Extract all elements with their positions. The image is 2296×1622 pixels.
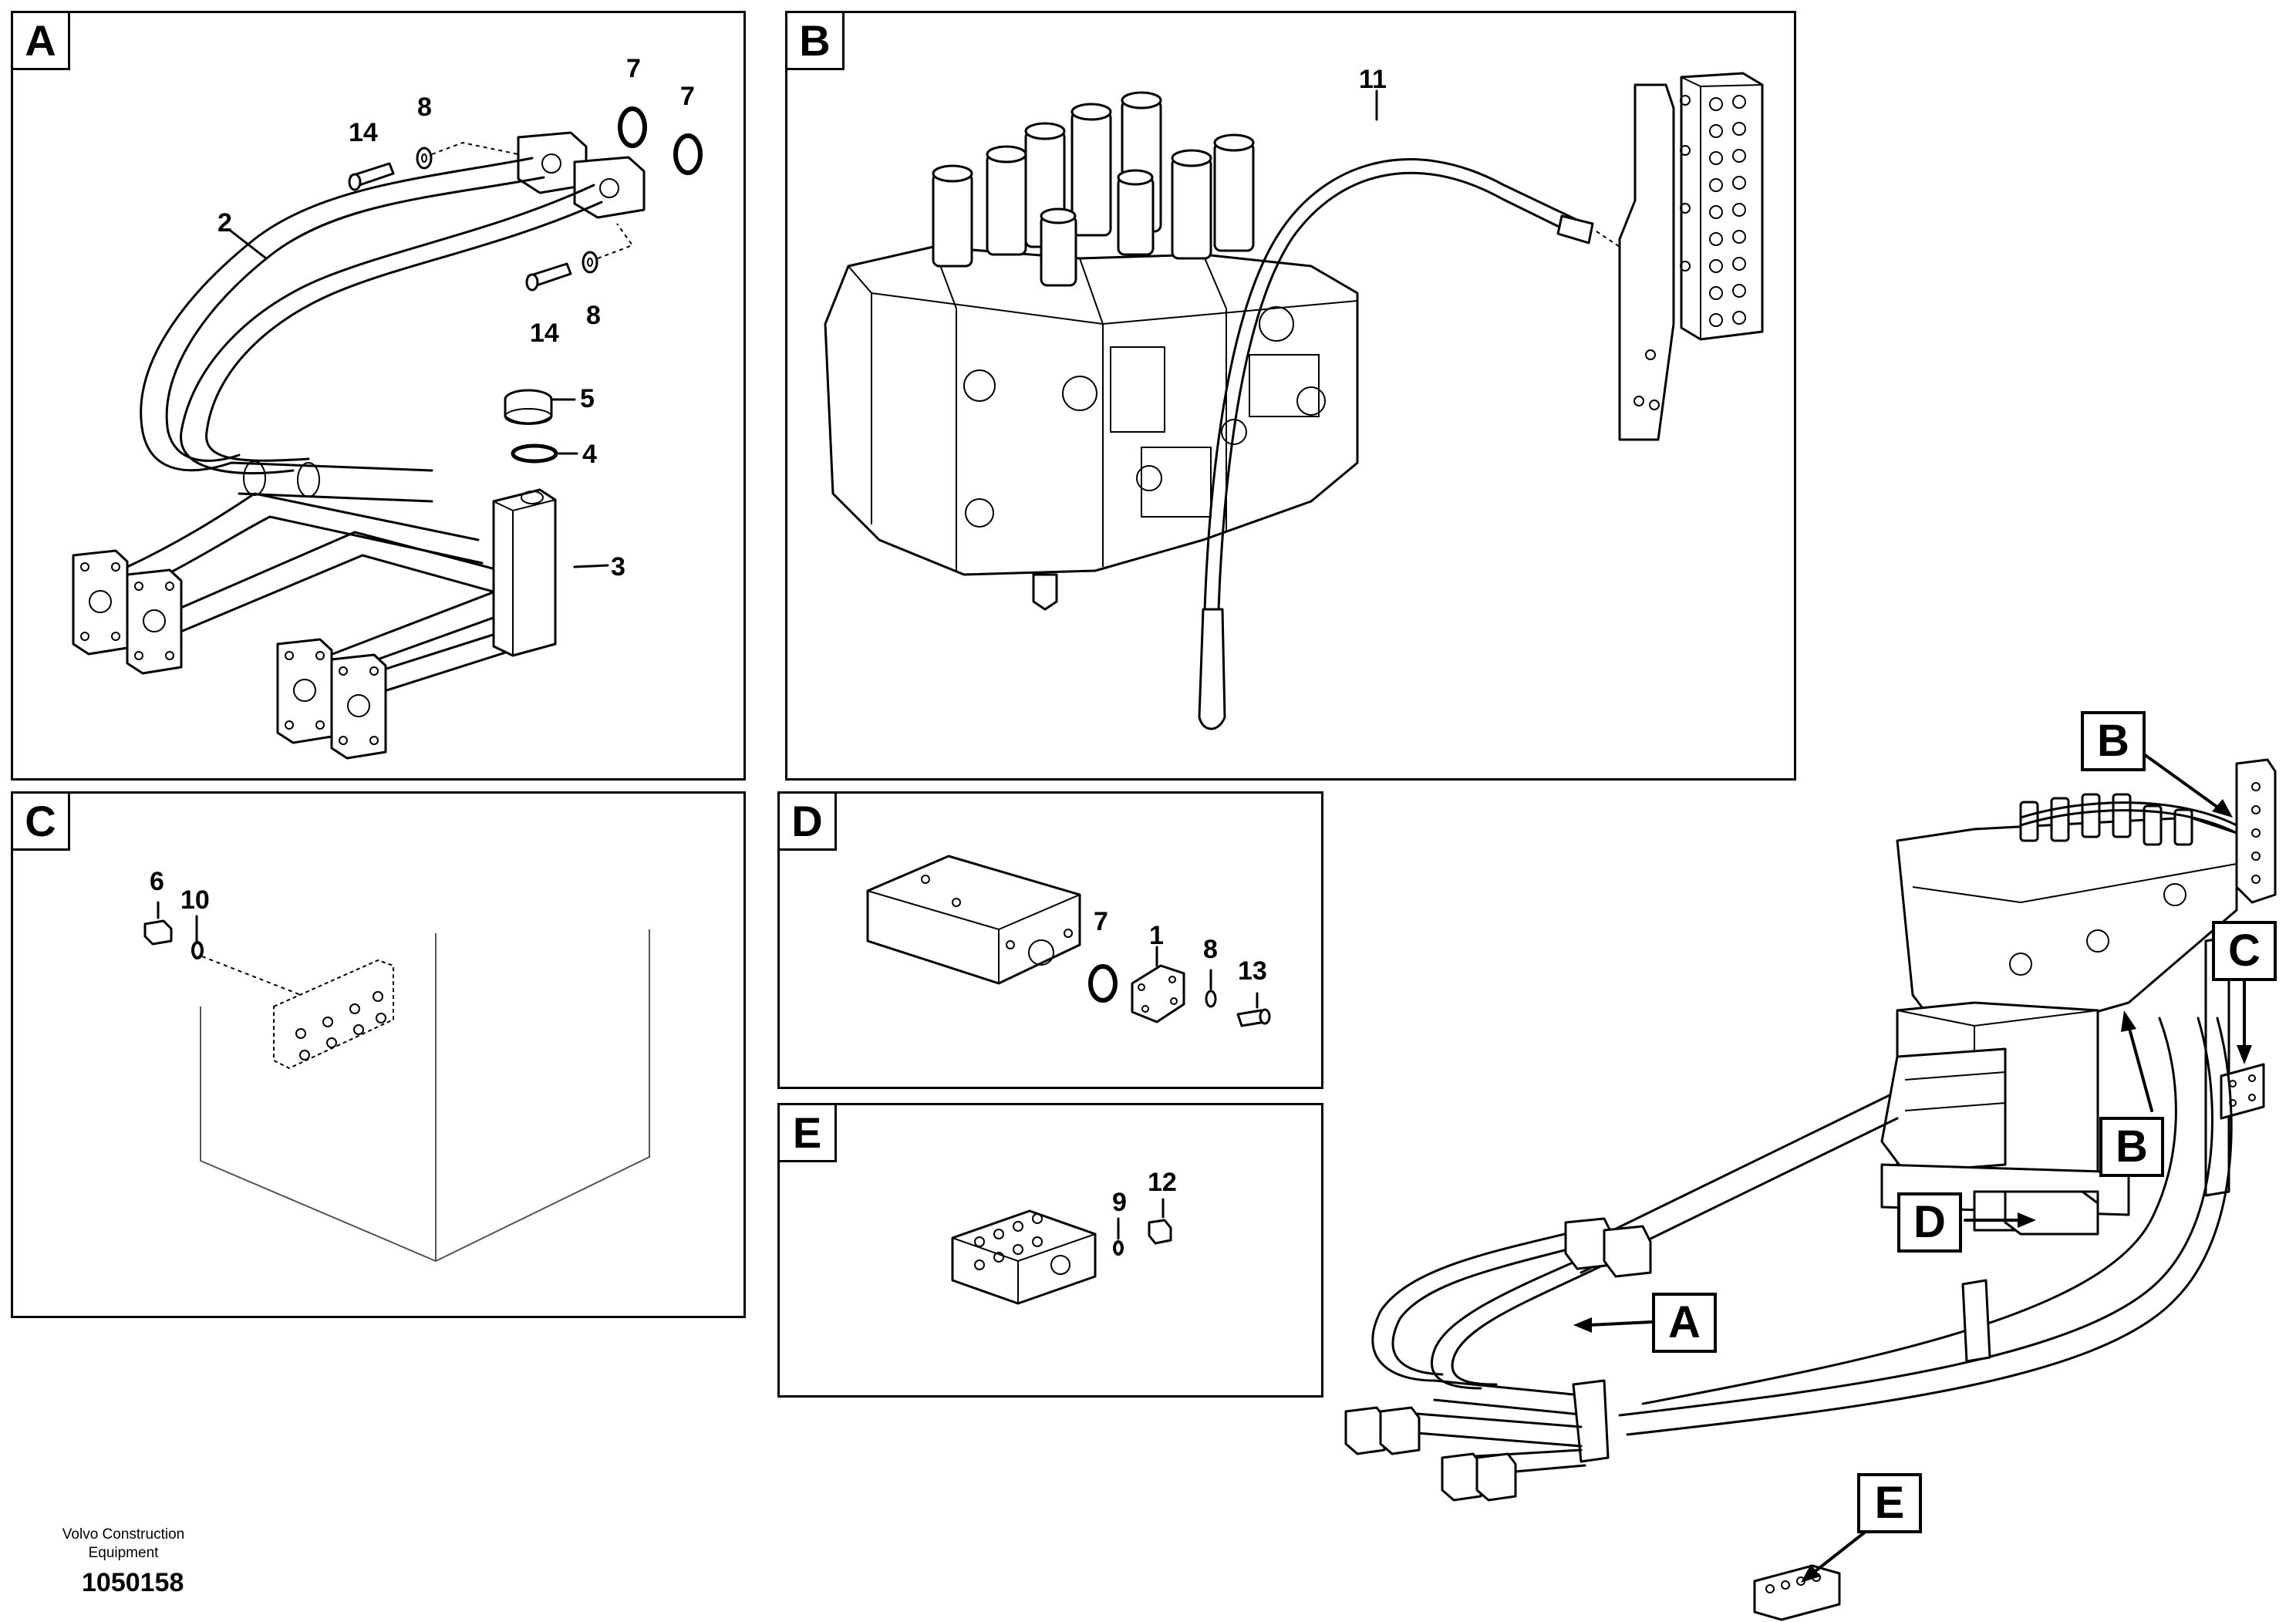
callout-b-top: B [2081,711,2146,771]
part-number: 13 [1238,956,1267,986]
panel-c-tag: C [13,794,70,851]
panel-d: D [777,791,1323,1089]
part-number: 8 [586,301,601,330]
part-number: 14 [349,118,378,147]
part-number: 3 [611,552,625,582]
illustration-number: 1050158 [82,1568,184,1597]
callout-a: A [1652,1293,1717,1353]
part-number: 7 [626,54,641,83]
manufacturer-name: Volvo Construction Equipment [62,1526,185,1561]
part-number: 12 [1148,1168,1177,1197]
panel-c: C [11,791,746,1318]
callout-e: E [1857,1473,1922,1533]
panel-d-tag: D [780,794,837,851]
panel-b: B [785,11,1796,781]
callout-d: D [1897,1192,1962,1253]
panel-e: E [777,1103,1323,1398]
part-number: 9 [1112,1188,1127,1217]
part-number: 7 [1094,907,1108,936]
callout-b-lower: B [2099,1117,2164,1177]
panel-a-tag: A [13,13,70,70]
part-number: 5 [580,384,595,413]
part-number: 10 [180,885,210,915]
part-number: 11 [1359,65,1387,94]
part-number: 4 [582,440,597,469]
panel-e-tag: E [780,1105,837,1162]
callout-c: C [2212,921,2277,981]
part-number: 2 [217,208,232,238]
part-number: 14 [530,319,559,348]
part-number: 8 [1203,935,1218,964]
part-number: 8 [417,93,432,122]
panel-a: A [11,11,746,781]
part-number: 7 [680,82,695,111]
part-number: 1 [1149,921,1164,950]
panel-b-tag: B [787,13,845,70]
part-number: 6 [150,867,164,896]
